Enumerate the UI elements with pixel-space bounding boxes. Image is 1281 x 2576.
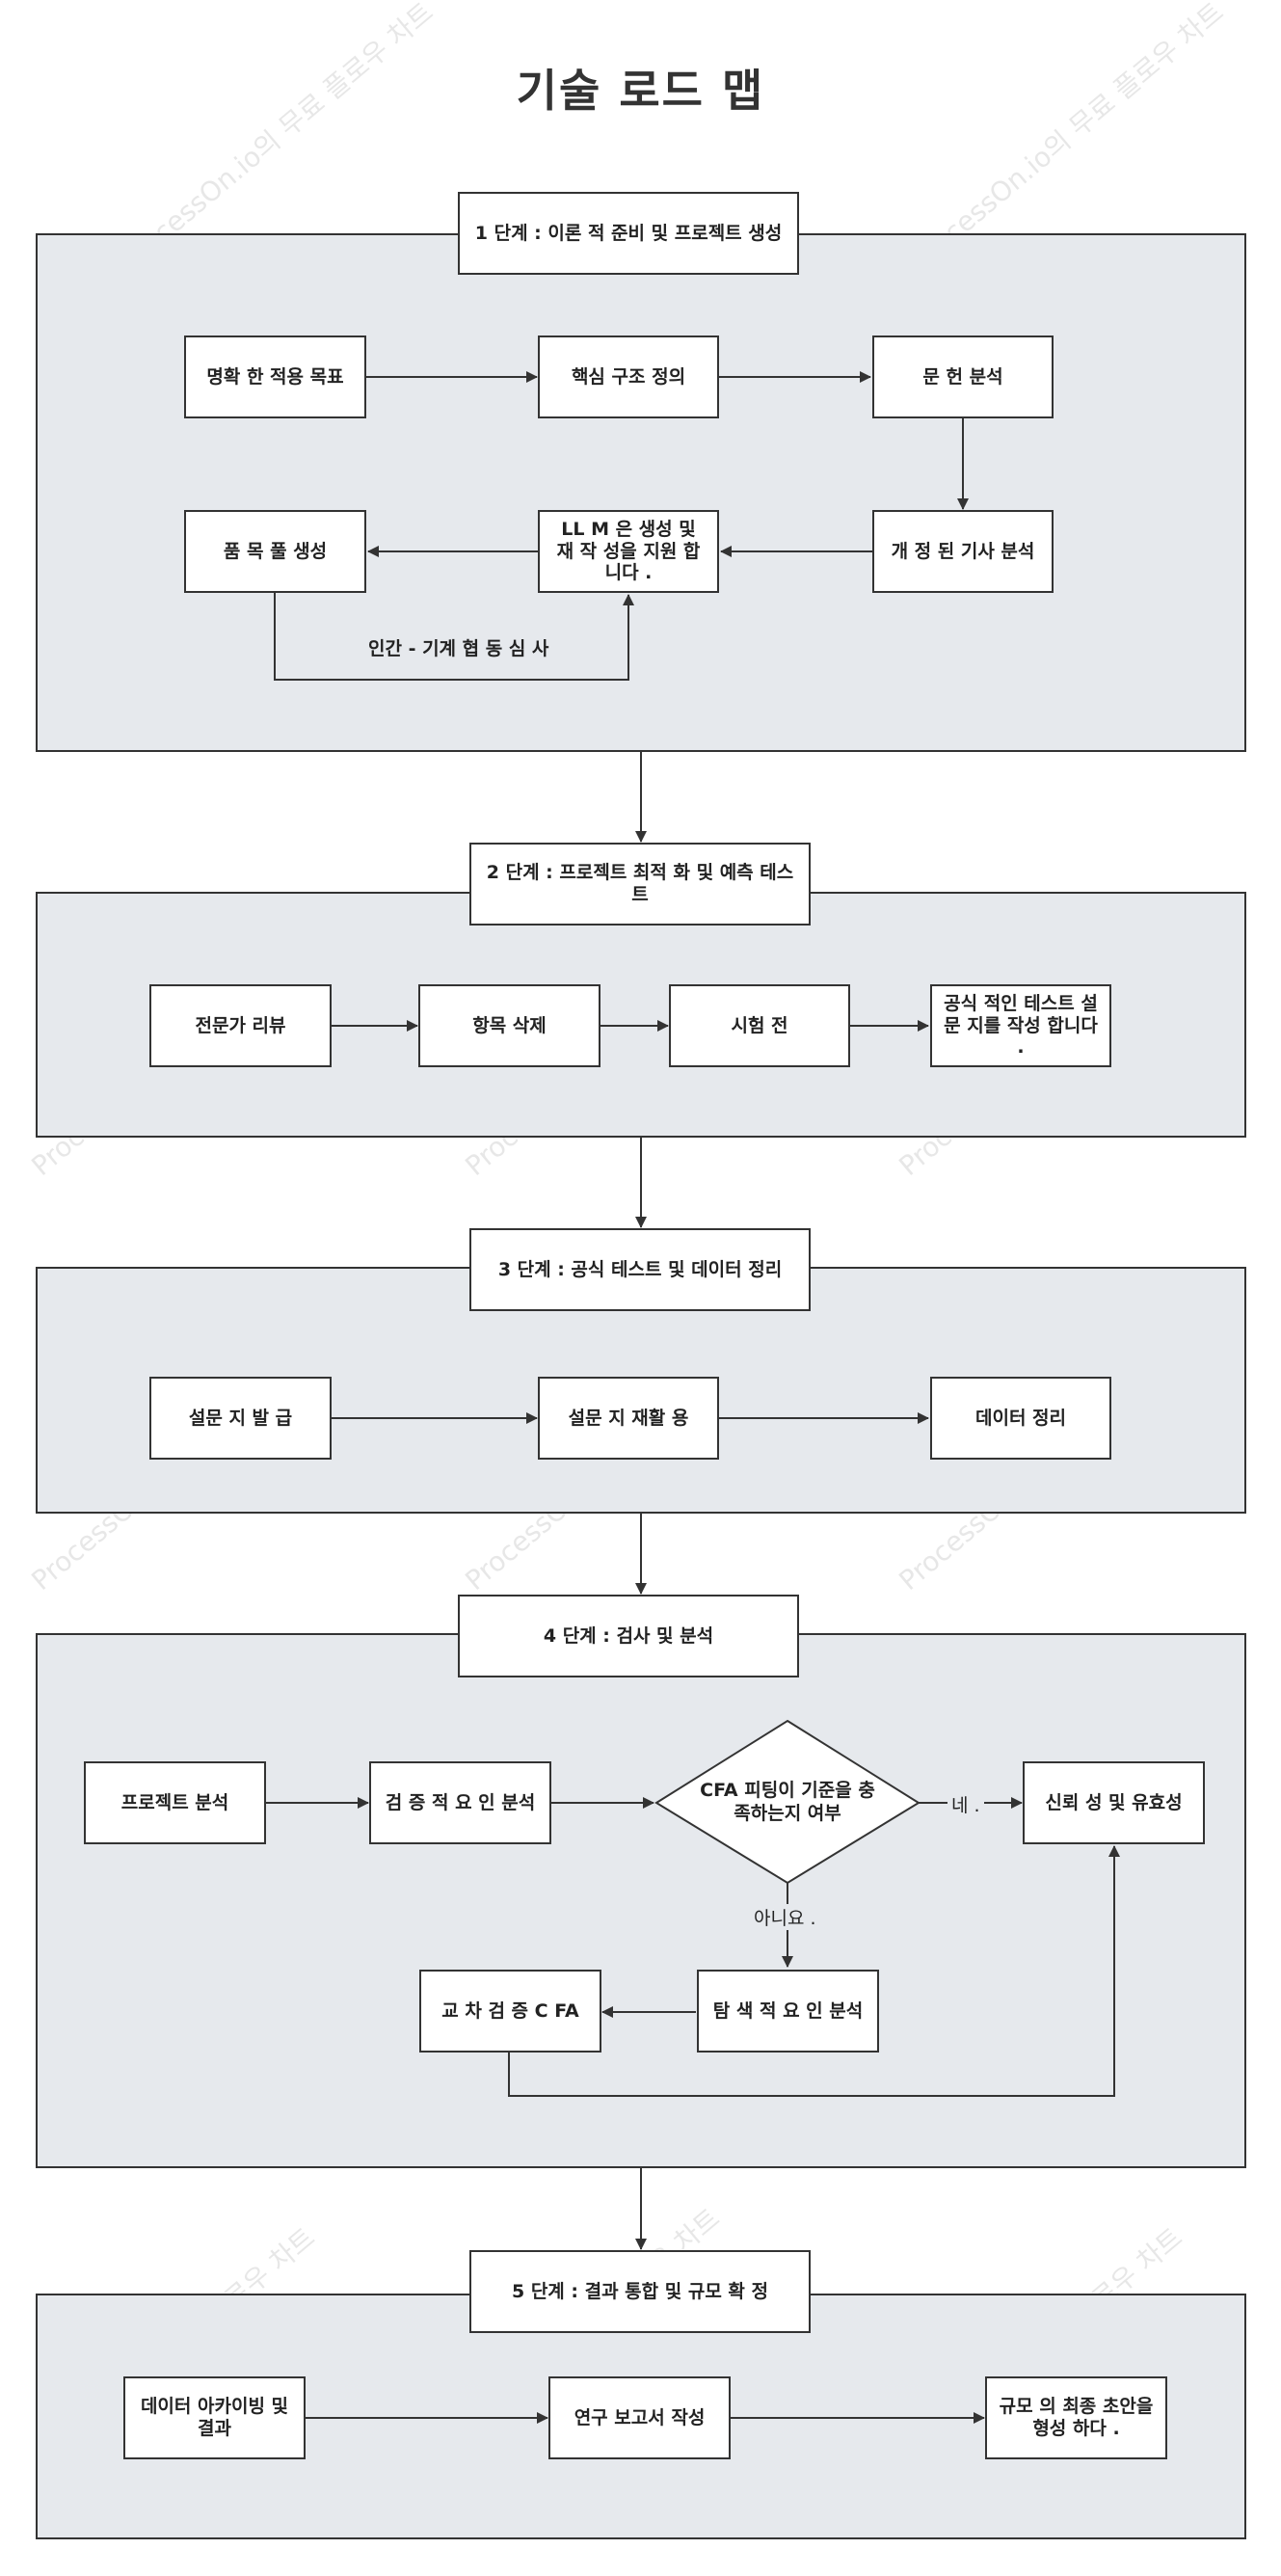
- node-final-scale: 규모 의 최종 초안을 형성 하다 .: [985, 2376, 1167, 2459]
- node-research-report: 연구 보고서 작성: [548, 2376, 731, 2459]
- node-item-pool: 품 목 풀 생성: [184, 510, 366, 593]
- node-project-analysis: 프로젝트 분석: [84, 1761, 266, 1844]
- node-cross-validation-cfa: 교 차 검 증 C FA: [419, 1970, 601, 2053]
- node-survey-distribution: 설문 지 발 급: [149, 1377, 332, 1460]
- stage-4-label: 4 단계 : 검사 및 분석: [458, 1595, 799, 1677]
- node-core-structure: 핵심 구조 정의: [538, 335, 719, 418]
- node-llm-support: LL M 은 생성 및 재 작 성을 지원 합니다 .: [538, 510, 719, 593]
- page-title: 기술 로드 맵: [516, 65, 765, 117]
- node-cfa: 검 증 적 요 인 분석: [369, 1761, 551, 1844]
- decision-cfa-fit: CFA 피팅이 기준을 충족하는지 여부: [700, 1780, 875, 1824]
- stage-5-label: 5 단계 : 결과 통합 및 규모 확 정: [469, 2250, 811, 2333]
- node-literature-analysis: 문 헌 분석: [872, 335, 1054, 418]
- stage-2-label: 2 단계 : 프로젝트 최적 화 및 예측 테스트: [469, 843, 811, 926]
- node-survey-recovery: 설문 지 재활 용: [538, 1377, 719, 1460]
- node-formal-survey: 공식 적인 테스트 설문 지를 작성 합니다 .: [930, 984, 1111, 1067]
- node-data-archiving: 데이터 아카이빙 및 결과: [123, 2376, 306, 2459]
- node-revised-article-analysis: 개 정 된 기사 분석: [872, 510, 1054, 593]
- edge-label-review: 인간 - 기계 협 동 심 사: [368, 638, 549, 659]
- node-expert-review: 전문가 리뷰: [149, 984, 332, 1067]
- stage-1-label: 1 단계 : 이론 적 준비 및 프로젝트 생성: [458, 192, 799, 275]
- node-reliability-validity: 신뢰 성 및 유효성: [1023, 1761, 1205, 1844]
- decision-diamond: [654, 1719, 921, 1885]
- edge-label-yes: 네 .: [947, 1791, 984, 1817]
- edge-label-no: 아니요 .: [750, 1904, 820, 1930]
- node-pretest: 시험 전: [669, 984, 850, 1067]
- edge: [508, 1845, 1120, 2097]
- node-item-deletion: 항목 삭제: [418, 984, 600, 1067]
- node-data-cleaning: 데이터 정리: [930, 1377, 1111, 1460]
- node-efa: 탐 색 적 요 인 분석: [697, 1970, 879, 2053]
- stage-1-container: [36, 233, 1246, 752]
- node-clear-goal: 명확 한 적용 목표: [184, 335, 366, 418]
- stage-4-container: [36, 1633, 1246, 2168]
- edge: [274, 593, 634, 681]
- stage-3-label: 3 단계 : 공식 테스트 및 데이터 정리: [469, 1228, 811, 1311]
